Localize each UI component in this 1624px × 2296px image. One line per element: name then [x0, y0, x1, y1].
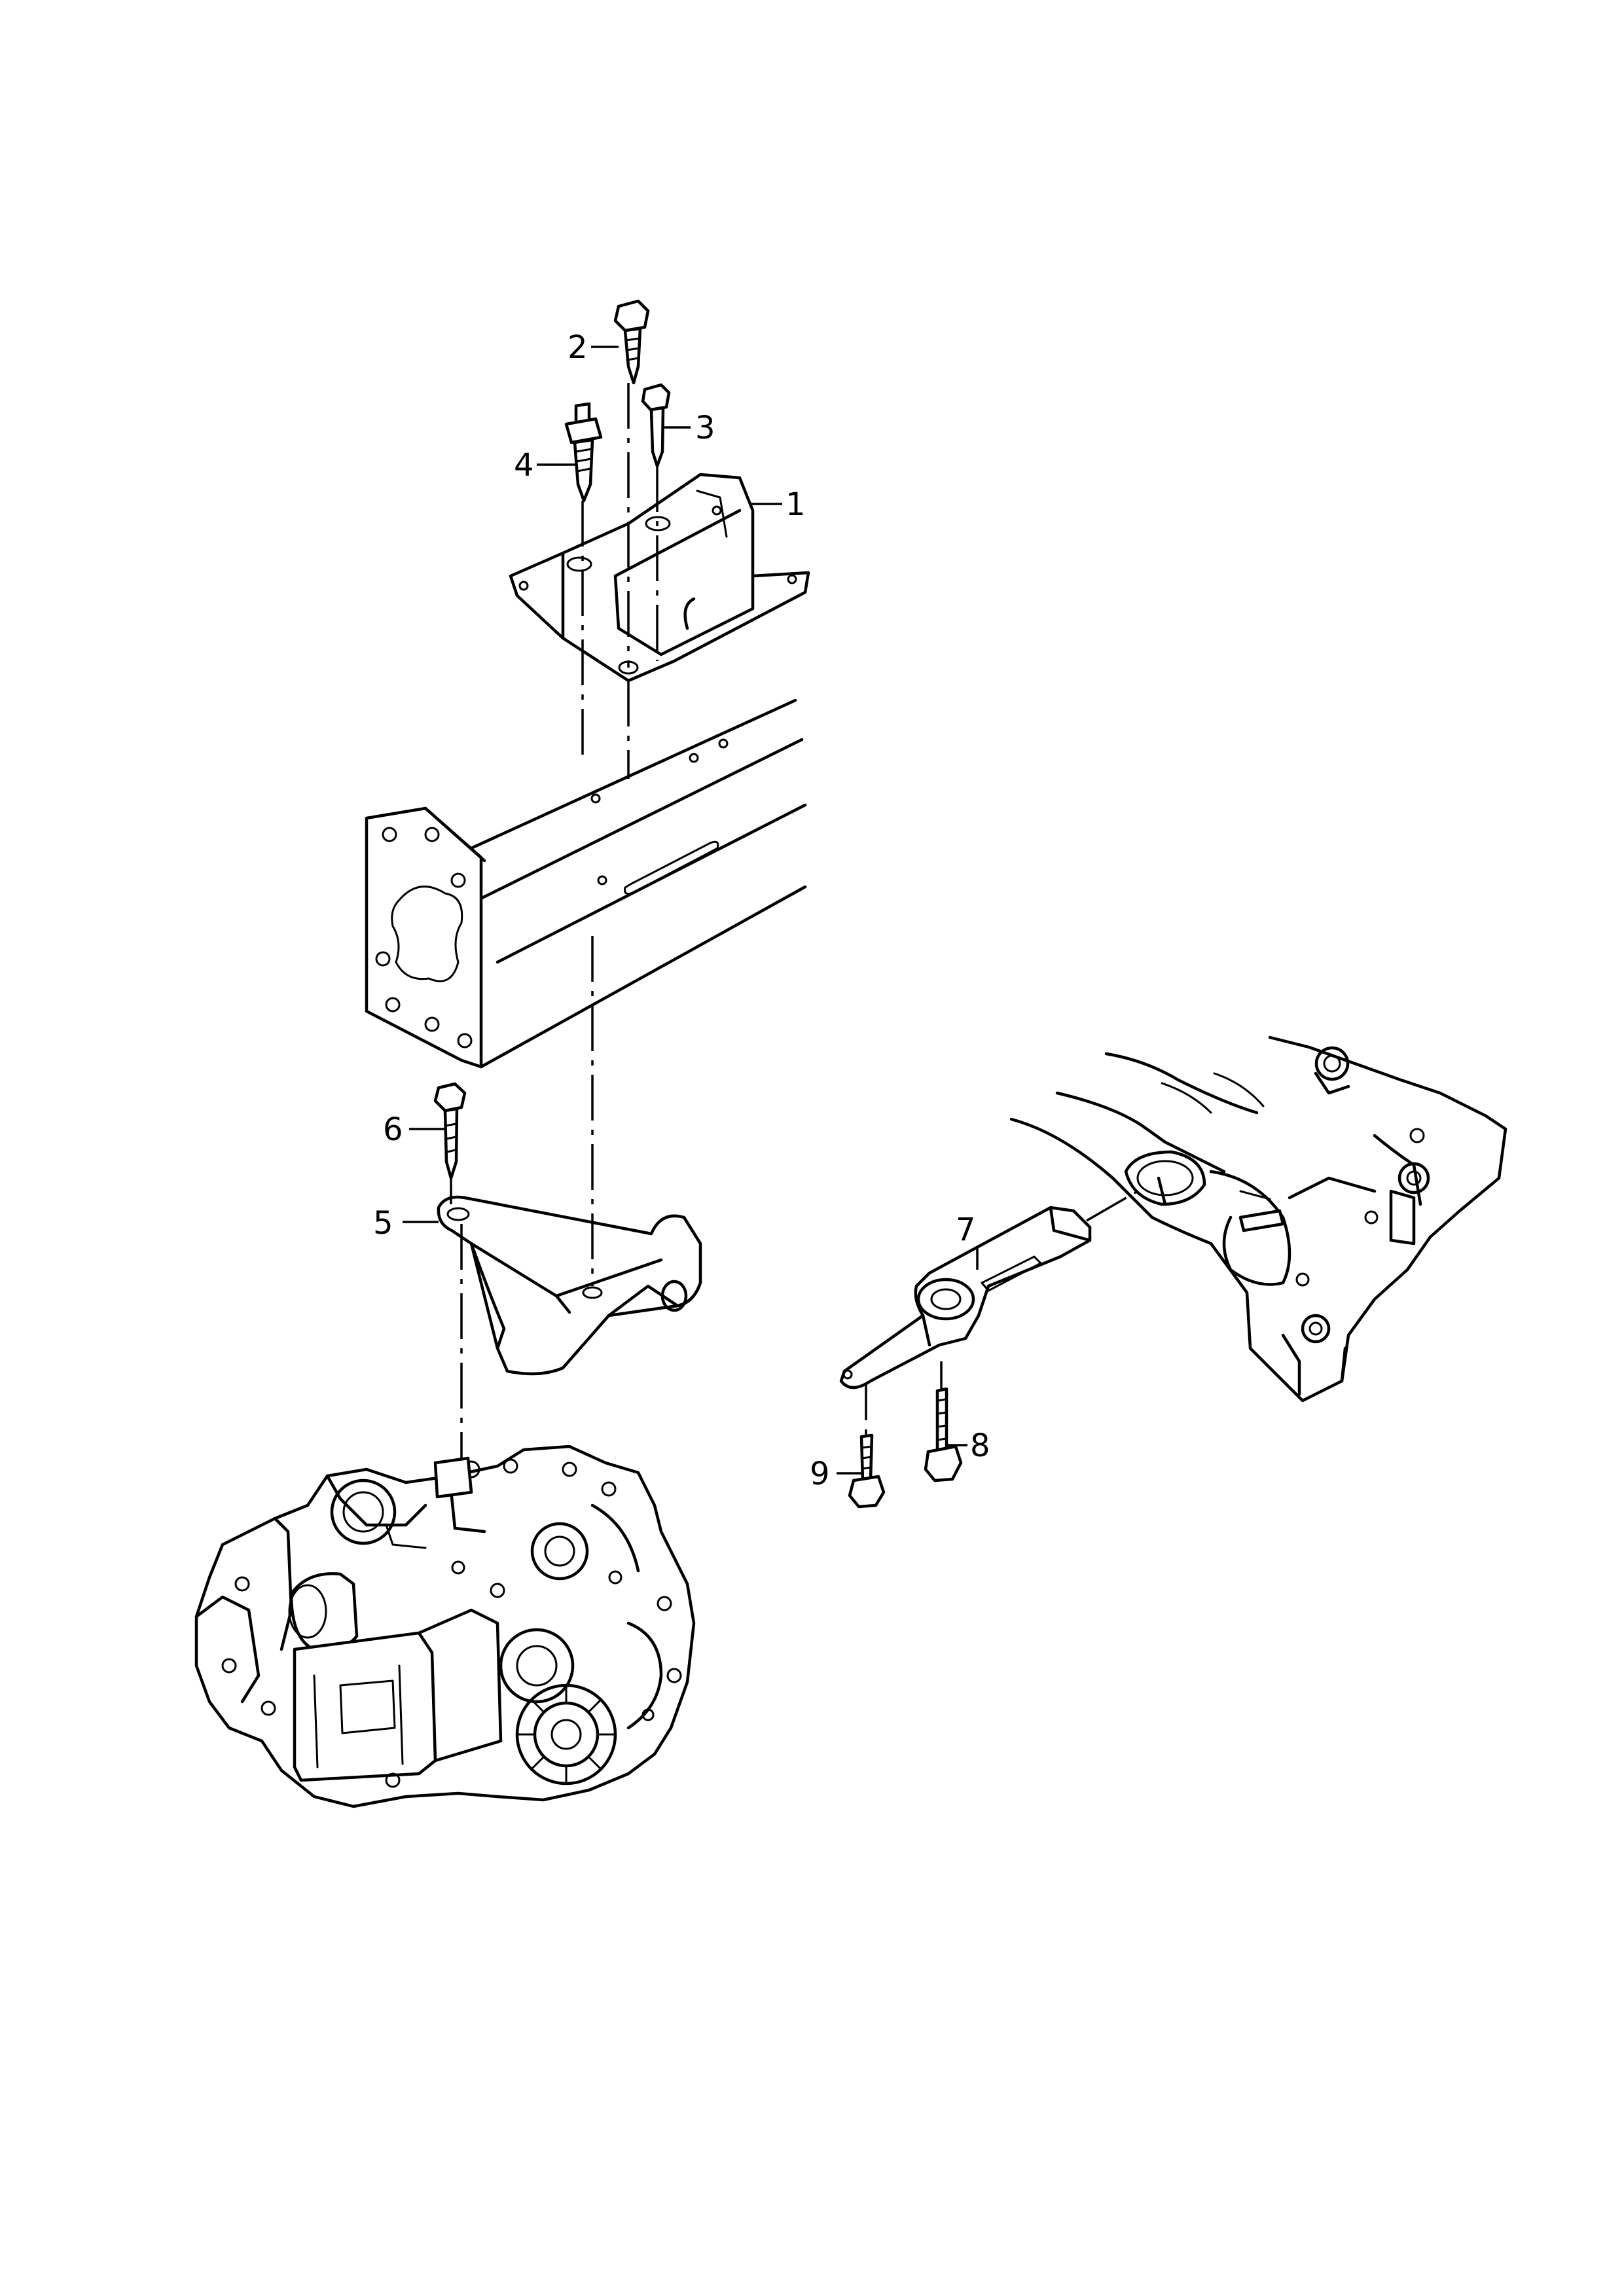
- callout-7: 7: [956, 1211, 976, 1248]
- gearbox-bracket-part-5: [437, 1195, 702, 1376]
- callout-2: 2: [568, 329, 588, 366]
- transmission-mount-part-1: [509, 473, 810, 683]
- callout-8: 8: [970, 1427, 990, 1464]
- bolt-part-2: [613, 299, 650, 385]
- subframe-cross-member: [365, 698, 807, 1069]
- callout-3: 3: [695, 410, 715, 446]
- callout-4: 4: [514, 447, 534, 484]
- gearbox-assembly: [194, 1444, 696, 1808]
- bolt-part-6: [433, 1082, 467, 1180]
- bolt-part-3: [641, 383, 671, 468]
- callout-9: 9: [810, 1456, 830, 1492]
- bolt-part-8: [924, 1387, 963, 1482]
- callout-labels: 1 2 3 4 5 6 7 8 9: [373, 329, 990, 1492]
- callout-leaders: [403, 346, 979, 1475]
- callout-5: 5: [373, 1205, 393, 1242]
- torque-rod-part-7: [839, 1206, 1092, 1390]
- assembly-center-lines: [450, 383, 1138, 1460]
- callout-1: 1: [785, 486, 806, 523]
- bolt-part-9: [848, 1433, 886, 1509]
- bolt-part-4: [564, 402, 603, 503]
- engine-subframe: [1009, 1035, 1507, 1403]
- callout-6: 6: [383, 1111, 403, 1148]
